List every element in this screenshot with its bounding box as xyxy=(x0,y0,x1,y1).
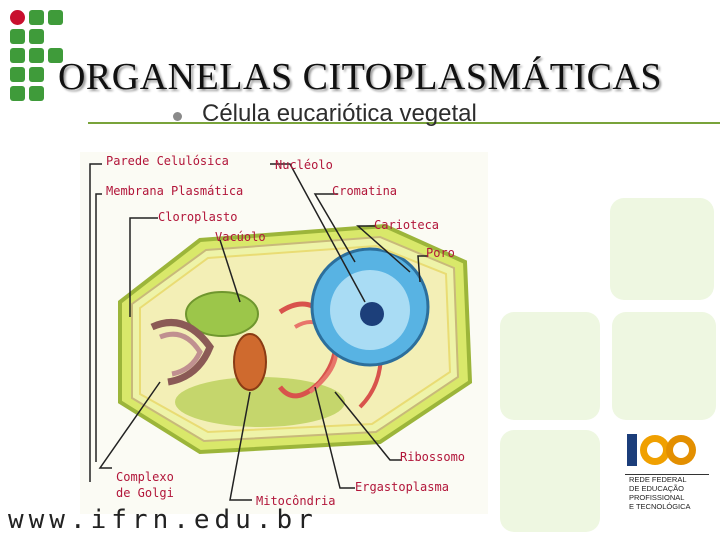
logo-line: DE EDUCAÇÃO xyxy=(629,484,709,493)
label-cloroplasto: Cloroplasto xyxy=(158,210,237,224)
logo-square xyxy=(48,10,63,25)
label-ergastoplasma: Ergastoplasma xyxy=(355,480,449,494)
logo-line: PROFISSIONAL xyxy=(629,493,709,502)
rede-federal-logo: REDE FEDERAL DE EDUCAÇÃO PROFISSIONAL E … xyxy=(625,432,705,530)
slide-title: ORGANELAS CITOPLASMÁTICAS xyxy=(0,55,720,99)
label-vacuolo: Vacúolo xyxy=(215,230,266,244)
decor-tile xyxy=(500,430,600,532)
label-poro: Poro xyxy=(426,246,455,260)
label-de-golgi: de Golgi xyxy=(116,486,174,500)
decor-tile xyxy=(500,312,600,420)
website-url: www.ifrn.edu.br xyxy=(8,505,318,535)
logo-dot-red xyxy=(10,10,25,25)
label-cromatina: Cromatina xyxy=(332,184,397,198)
logo-line: REDE FEDERAL xyxy=(629,475,709,484)
decor-tile xyxy=(612,312,716,420)
logo-square xyxy=(10,29,25,44)
label-complexo: Complexo xyxy=(116,470,174,484)
label-carioteca: Carioteca xyxy=(374,218,439,232)
logo-line: E TECNOLÓGICA xyxy=(629,502,709,511)
label-parede-celulosica: Parede Celulósica xyxy=(106,154,229,168)
label-ribossomo: Ribossomo xyxy=(400,450,465,464)
plant-cell-figure: Parede Celulósica Membrana Plasmática Cl… xyxy=(80,152,488,514)
label-membrana-plasmatica: Membrana Plasmática xyxy=(106,184,243,198)
bullet-icon xyxy=(173,112,182,121)
logo-square xyxy=(29,29,44,44)
decor-tile xyxy=(610,198,714,300)
label-nucleolo: Nucléolo xyxy=(275,158,333,172)
logo-100-icon xyxy=(625,432,705,472)
logo-text: REDE FEDERAL DE EDUCAÇÃO PROFISSIONAL E … xyxy=(625,474,709,511)
slide-subtitle: Célula eucariótica vegetal xyxy=(202,100,477,128)
logo-square xyxy=(29,10,44,25)
